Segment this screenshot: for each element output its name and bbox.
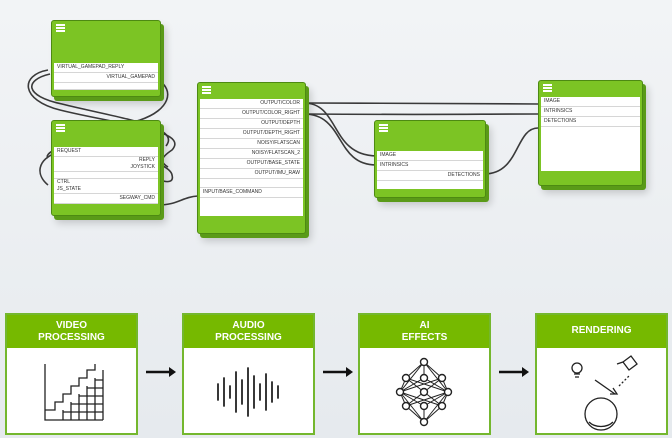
step-title: VIDEO PROCESSING (7, 315, 136, 348)
node-header[interactable] (52, 121, 160, 137)
port-output-color-right[interactable]: OUTPUT/COLOR_RIGHT (200, 109, 303, 119)
wire (483, 127, 539, 175)
menu-icon[interactable] (379, 124, 388, 133)
port-image[interactable]: IMAGE (541, 97, 640, 107)
port-ctrl[interactable]: CTRL (57, 179, 71, 185)
step-rendering: RENDERING (535, 313, 668, 435)
step-title: AI EFFECTS (360, 315, 489, 348)
port-detections[interactable]: DETECTIONS (541, 117, 640, 127)
node-header[interactable] (375, 121, 485, 137)
node-object-detector[interactable]: IMAGE INTRINSICS DETECTIONS (374, 120, 486, 198)
port-output-imu-raw[interactable]: OUTPUT/IMU_RAW (200, 169, 303, 179)
port-virtual-gamepad[interactable]: VIRTUAL_GAMEPAD (54, 73, 158, 83)
step-title: RENDERING (537, 315, 666, 348)
menu-icon[interactable] (202, 86, 211, 95)
node-header[interactable] (198, 83, 305, 99)
port-request[interactable]: REQUEST (54, 147, 158, 157)
node-camera-base[interactable]: OUTPUT/COLOR OUTPUT/COLOR_RIGHT OUTPUT/D… (197, 82, 306, 234)
node-viewer[interactable]: IMAGE INTRINSICS DETECTIONS (538, 80, 643, 186)
port-reply[interactable]: REPLY (138, 157, 155, 163)
node-virtual-gamepad[interactable]: VIRTUAL_GAMEPAD_REPLY VIRTUAL_GAMEPAD (51, 20, 161, 97)
port-image[interactable]: IMAGE (377, 151, 483, 161)
pixel-staircase-icon (44, 364, 104, 421)
node-header[interactable] (52, 21, 160, 37)
wire (303, 102, 377, 157)
step-ai-effects: AI EFFECTS (358, 313, 491, 435)
arrow-right-icon (323, 367, 353, 377)
audio-waveform-icon (217, 367, 279, 417)
neural-network-icon (395, 357, 453, 427)
light-ray-sphere-icon (571, 355, 638, 431)
port-joystick[interactable]: JOYSTICK (54, 164, 158, 172)
port-noisy-flatscan[interactable]: NOISY/FLATSCAN (200, 139, 303, 149)
node-joystick-controller[interactable]: REQUEST REPLY JOYSTICK CTRL JS_STATE SEG… (51, 120, 161, 216)
port-output-depth[interactable]: OUTPUT/DEPTH (200, 119, 303, 129)
wire (157, 195, 199, 206)
port-output-depth-right[interactable]: OUTPUT/DEPTH_RIGHT (200, 129, 303, 139)
wire (303, 102, 539, 105)
port-output-base-state[interactable]: OUTPUT/BASE_STATE (200, 159, 303, 169)
step-audio-processing: AUDIO PROCESSING (182, 313, 315, 435)
node-header[interactable] (539, 81, 642, 97)
port-noisy-flatscan-2[interactable]: NOISY/FLATSCAN_2 (200, 149, 303, 159)
menu-icon[interactable] (543, 84, 552, 93)
port-detections[interactable]: DETECTIONS (377, 171, 483, 181)
port-intrinsics[interactable]: INTRINSICS (377, 161, 483, 171)
menu-icon[interactable] (56, 24, 65, 33)
port-output-color[interactable]: OUTPUT/COLOR (200, 99, 303, 109)
port-intrinsics[interactable]: INTRINSICS (541, 107, 640, 117)
menu-icon[interactable] (56, 124, 65, 133)
arrow-right-icon (146, 367, 176, 377)
step-title: AUDIO PROCESSING (184, 315, 313, 348)
port-virtual-gamepad-reply[interactable]: VIRTUAL_GAMEPAD_REPLY (54, 63, 158, 73)
port-segway-cmd[interactable]: SEGWAY_CMD (54, 194, 158, 204)
node-graph-wires (27, 69, 539, 206)
arrow-right-icon (499, 367, 529, 377)
step-video-processing: VIDEO PROCESSING (5, 313, 138, 435)
wire (303, 113, 377, 166)
port-js-state[interactable]: JS_STATE (54, 186, 158, 194)
wire (31, 73, 170, 147)
port-input-base-command[interactable]: INPUT/BASE_COMMAND (200, 188, 303, 198)
